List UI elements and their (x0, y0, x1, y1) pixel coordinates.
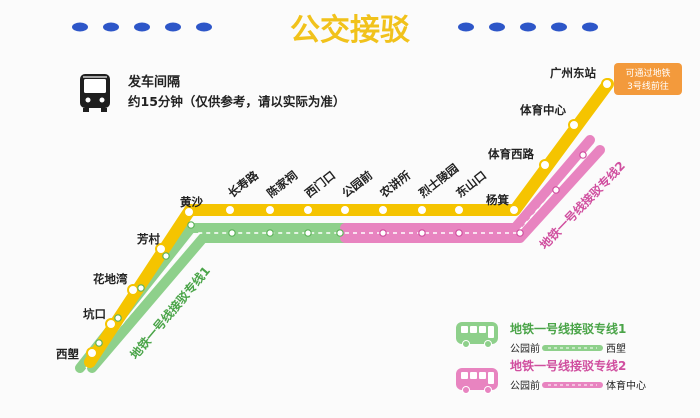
decorative-dot (72, 22, 88, 32)
decorative-dot (165, 22, 181, 32)
pink-stop-dot (552, 186, 560, 194)
station-label: 坑口 (83, 307, 106, 321)
decorative-dot (196, 22, 212, 32)
green-stop-dot (336, 229, 344, 237)
legend-green-from: 公园前 (510, 342, 540, 355)
pink-bus-icon (456, 368, 498, 394)
decorative-dot (551, 22, 567, 32)
decorative-dot (103, 22, 119, 32)
station-label: 西塱 (56, 347, 79, 361)
station-dot (453, 204, 465, 216)
pink-stop-dot (418, 229, 426, 237)
station-label: 杨箕 (486, 193, 509, 207)
transfer-callout: 可通过地铁 3号线前往 (614, 63, 682, 95)
legend-pink-from: 公园前 (510, 379, 540, 392)
station-label: 芳村 (137, 232, 160, 246)
legend-pink-label: 地铁一号线接驳专线2 (510, 358, 626, 373)
station-dot (224, 204, 236, 216)
station-dot (183, 206, 195, 218)
green-stop-dot (114, 314, 122, 322)
station-dot (264, 204, 276, 216)
green-route (75, 223, 350, 373)
bus-icon (80, 74, 110, 112)
pink-stop-dot (379, 229, 387, 237)
station-dot (302, 204, 314, 216)
station-label: 体育西路 (488, 147, 534, 161)
decorative-dot (134, 22, 150, 32)
legend-pink-to: 体育中心 (606, 379, 646, 392)
callout-line1: 可通过地铁 (625, 67, 670, 79)
green-stop-dot (162, 252, 170, 260)
station-dot (127, 284, 139, 296)
station-dot (539, 159, 551, 171)
green-bus-icon (456, 322, 498, 348)
station-label: 广州东站 (550, 66, 596, 80)
station-label: 黄沙 (180, 195, 203, 209)
pink-stop-dot (579, 151, 587, 159)
decorative-dot (520, 22, 536, 32)
interval-label: 发车间隔 (127, 74, 180, 90)
decorative-dot (489, 22, 505, 32)
pink-stop-dot (455, 229, 463, 237)
decorative-dots-right (458, 22, 598, 32)
station-label: 公园前 (339, 168, 375, 201)
station-label: 西门口 (302, 168, 338, 200)
station-dot (508, 204, 520, 216)
station-label: 花地湾 (93, 272, 128, 286)
green-stop-dot (228, 229, 236, 237)
decorative-dot (582, 22, 598, 32)
legend-green-label: 地铁一号线接驳专线1 (510, 321, 626, 336)
callout-line2: 3号线前往 (627, 80, 669, 92)
green-stop-dot (304, 229, 312, 237)
station-label: 体育中心 (520, 103, 566, 117)
decorative-dots-left (72, 22, 212, 32)
station-label: 陈家祠 (264, 168, 300, 200)
decorative-dot (458, 22, 474, 32)
station-label: 长寿路 (225, 168, 261, 201)
legend-green: 地铁一号线接驳专线1 公园前 西塱 (456, 321, 626, 355)
station-dot (377, 204, 389, 216)
green-stop-dot (95, 339, 103, 347)
station-dot (416, 204, 428, 216)
station-dot (105, 318, 117, 330)
station-dot (86, 347, 98, 359)
station-dot (339, 204, 351, 216)
station-dot (568, 119, 580, 131)
page-title: 公交接驳 (290, 13, 410, 48)
station-label: 烈士陵园 (416, 161, 461, 200)
legend-green-to: 西塱 (606, 342, 626, 355)
pink-stop-dot (516, 229, 524, 237)
station-label: 农讲所 (376, 168, 413, 201)
legend-pink: 地铁一号线接驳专线2 公园前 体育中心 (456, 358, 646, 394)
interval-detail: 约15分钟（仅供参考，请以实际为准） (128, 94, 345, 109)
green-stop-dot (137, 284, 145, 292)
green-stop-dot (187, 221, 195, 229)
station-dot (601, 78, 613, 90)
green-stop-dot (266, 229, 274, 237)
station-dot (155, 243, 167, 255)
